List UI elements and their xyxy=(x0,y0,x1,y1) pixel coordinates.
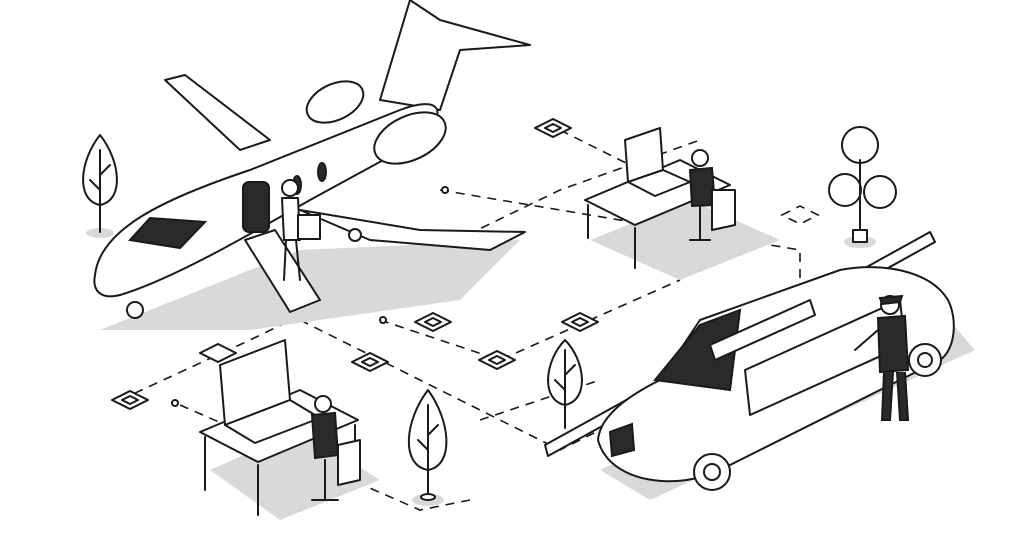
tree xyxy=(547,339,583,429)
office-chair xyxy=(311,439,361,501)
tree xyxy=(828,126,897,248)
jet-door xyxy=(242,181,270,233)
network-nodes xyxy=(111,118,820,410)
right-wing xyxy=(299,209,526,251)
passenger-figure xyxy=(281,179,321,281)
tail-fin xyxy=(379,0,531,111)
workstation-bottom xyxy=(199,339,380,520)
tree xyxy=(82,134,118,238)
worker-figure xyxy=(310,411,340,460)
left-wing xyxy=(164,74,271,151)
office-chair xyxy=(689,189,736,241)
engine xyxy=(373,111,447,165)
windshield xyxy=(653,308,742,392)
tree xyxy=(407,389,448,506)
grille xyxy=(608,422,636,458)
boarding-stairs xyxy=(244,229,321,313)
workstation-top xyxy=(584,127,780,280)
chauffeur-figure xyxy=(854,294,910,421)
cockpit-window xyxy=(128,216,208,250)
limousine xyxy=(597,266,975,500)
private-jet xyxy=(93,0,531,330)
sunroof xyxy=(709,299,816,361)
